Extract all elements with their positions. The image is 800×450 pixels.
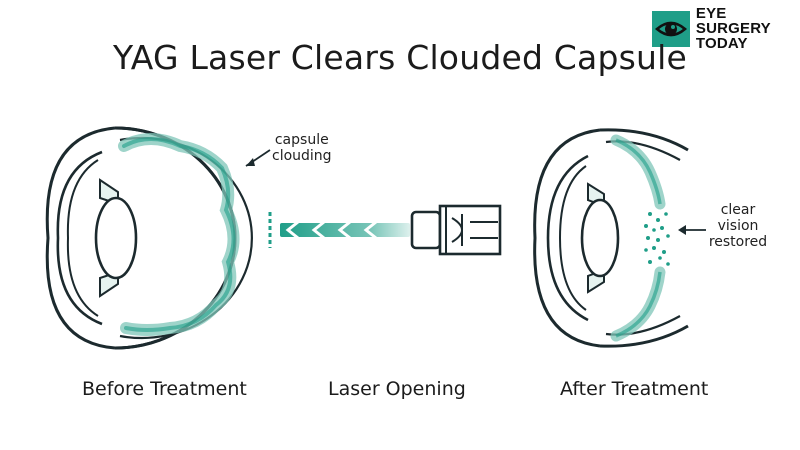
label-before-treatment: Before Treatment <box>82 378 247 400</box>
clear-opening-dots <box>644 212 670 266</box>
capsule-upper <box>610 134 666 210</box>
clear-vision-callout: clear vision restored <box>706 202 770 250</box>
lens <box>94 196 138 280</box>
laser-beam <box>268 212 410 248</box>
clouding-callout-line-2: clouding <box>272 148 332 164</box>
clouding-callout-line-1: capsule <box>274 132 329 148</box>
capsule-clouding <box>118 133 240 336</box>
clear-callout-line-3: restored <box>708 234 768 250</box>
eye-icon <box>652 10 690 47</box>
eye-before <box>45 126 271 350</box>
brand-line-1: EYE SURGERY <box>695 5 771 37</box>
page-title: YAG Laser Clears Clouded Capsule <box>113 38 687 77</box>
brand-name: EYE SURGERY TODAY <box>696 6 800 51</box>
laser-device <box>410 204 502 256</box>
capsule-lower <box>610 266 666 342</box>
clear-callout-line-2: vision <box>717 218 759 234</box>
clear-callout-line-1: clear <box>720 202 756 218</box>
clouding-callout: capsule clouding <box>272 132 332 164</box>
label-laser-opening: Laser Opening <box>328 378 466 400</box>
brand-line-2: TODAY <box>695 35 748 52</box>
brand-logo: EYE SURGERY TODAY <box>652 6 800 51</box>
eye-after <box>533 128 706 348</box>
label-after-treatment: After Treatment <box>560 378 709 400</box>
